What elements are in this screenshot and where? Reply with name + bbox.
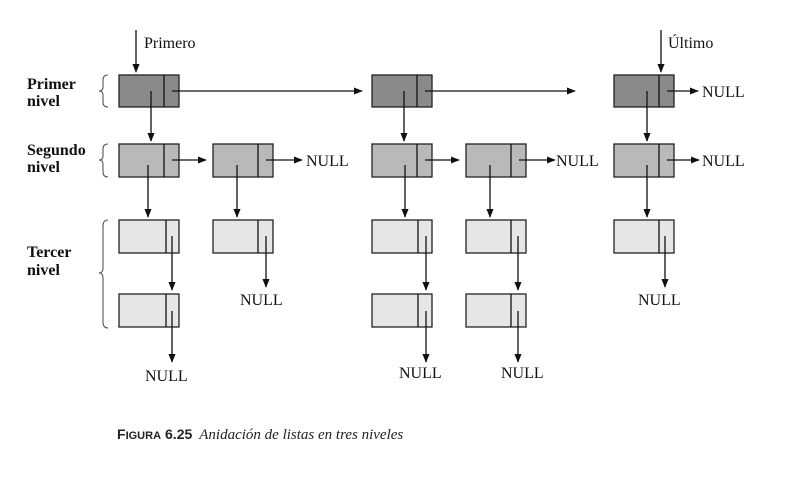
level1-label-line2: nivel bbox=[27, 93, 60, 110]
null-label: NULL bbox=[145, 368, 188, 385]
caption-text: Anidación de listas en tres niveles bbox=[198, 427, 403, 443]
level1-node bbox=[118, 74, 180, 108]
null-label: NULL bbox=[240, 292, 283, 309]
caption-number: 6.25 bbox=[165, 426, 192, 442]
level3-brace bbox=[98, 219, 109, 329]
ultimo-label: Último bbox=[668, 33, 713, 52]
level2-node bbox=[613, 143, 675, 178]
caption-prefix-rest: IGURA bbox=[126, 430, 162, 442]
level3-node bbox=[371, 293, 433, 328]
level1-label-line1: Primer bbox=[27, 76, 76, 93]
level3-node bbox=[118, 219, 180, 254]
level3-node bbox=[212, 219, 274, 254]
level3-node bbox=[465, 293, 527, 328]
caption-prefix-initial: F bbox=[117, 426, 126, 442]
level1-brace bbox=[98, 74, 109, 108]
level2-label-line1: Segundo bbox=[27, 142, 86, 159]
level3-label-line2: nivel bbox=[27, 262, 60, 279]
null-label: NULL bbox=[501, 365, 544, 382]
level2-node bbox=[465, 143, 527, 178]
level2-brace bbox=[98, 143, 109, 178]
null-label: NULL bbox=[702, 153, 745, 170]
null-label: NULL bbox=[702, 84, 745, 101]
level3-node bbox=[613, 219, 675, 254]
level3-node bbox=[371, 219, 433, 254]
level1-node bbox=[613, 74, 675, 108]
null-label: NULL bbox=[306, 153, 349, 170]
primero-label: Primero bbox=[144, 35, 196, 52]
null-label: NULL bbox=[399, 365, 442, 382]
level3-label-line1: Tercer bbox=[27, 244, 71, 261]
level2-label-line2: nivel bbox=[27, 159, 60, 176]
level2-node bbox=[118, 143, 180, 178]
level2-node bbox=[212, 143, 274, 178]
level1-node bbox=[371, 74, 433, 108]
level3-node bbox=[118, 293, 180, 328]
null-label: NULL bbox=[638, 292, 681, 309]
null-label: NULL bbox=[556, 153, 599, 170]
level3-node bbox=[465, 219, 527, 254]
level2-node bbox=[371, 143, 433, 178]
